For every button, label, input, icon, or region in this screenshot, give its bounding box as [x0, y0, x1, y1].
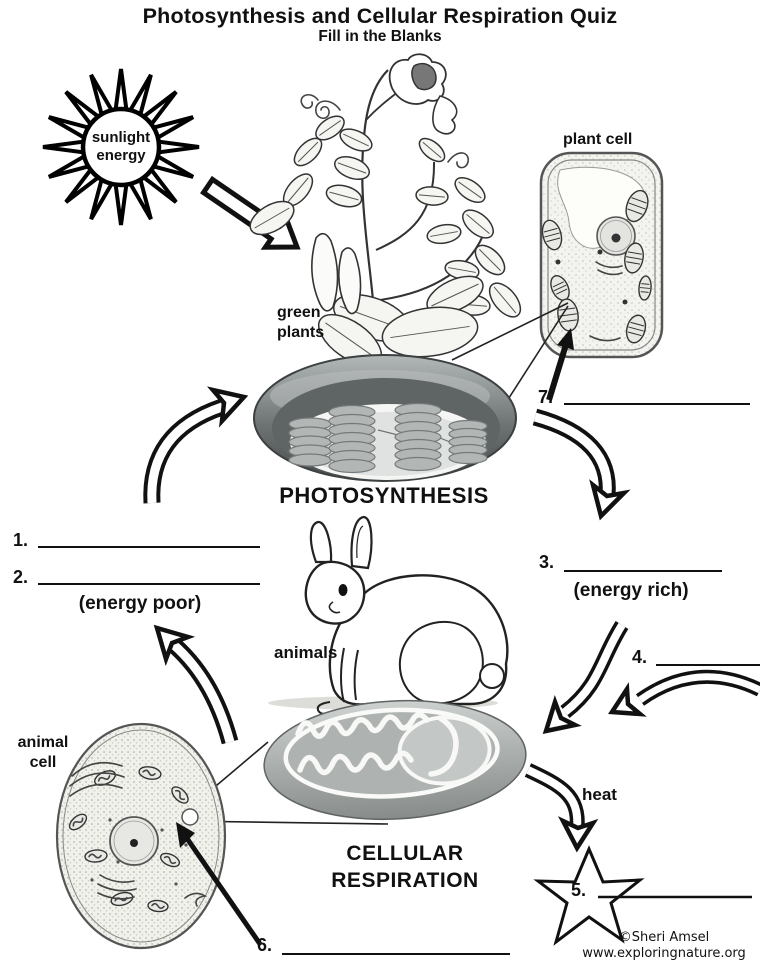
energy-rich-label: (energy rich): [573, 580, 689, 601]
star-icon: [533, 845, 752, 946]
energy-poor-label: (energy poor): [78, 593, 202, 614]
photosynthesis-label: PHOTOSYNTHESIS: [279, 483, 489, 508]
plant-leaves: [249, 115, 522, 367]
blank-number-3: 3.: [539, 552, 555, 572]
blank-number-5: 5.: [571, 880, 587, 900]
animal-cell-label: animal cell: [17, 734, 69, 771]
chloroplast-callout-lines: [451, 302, 569, 416]
plant-cell-label: plant cell: [563, 131, 633, 148]
pea-pods: [311, 232, 362, 315]
blank-number-7: 7.: [538, 387, 554, 407]
credit-author: ©Sheri Amsel: [618, 930, 710, 945]
plant-cell-chloroplasts: [541, 189, 652, 344]
plant-cell-illustration: [539, 151, 664, 359]
answer-line-3[interactable]: [564, 570, 722, 572]
sun-icon: [42, 68, 200, 226]
plant-cell-nucleus: [596, 216, 636, 256]
grana-stacks: [288, 402, 488, 474]
animal-cell-nucleus: [109, 816, 159, 866]
answer-line-6[interactable]: [282, 953, 510, 955]
pea-flower: [388, 53, 458, 135]
blank-number-6: 6.: [257, 935, 273, 955]
cellular-respiration-label: CELLULAR RESPIRATION: [331, 842, 479, 892]
animal-cell-organelles: [68, 761, 208, 913]
blank6-callout-arrow: [176, 822, 263, 946]
sun-label: sunlight energy: [81, 129, 161, 165]
animal-cell-illustration: [55, 722, 227, 950]
green-plants-illustration: [249, 53, 522, 369]
answer-line-2[interactable]: [38, 583, 260, 585]
answer-line-7[interactable]: [564, 403, 750, 405]
green-plants-label: green plants: [277, 304, 325, 341]
heat-label: heat: [582, 785, 617, 804]
page-title: Photosynthesis and Cellular Respiration …: [142, 4, 618, 28]
arrow-heat-icon: [524, 763, 599, 853]
arrow-animals-to-energy-poor-icon: [153, 624, 239, 745]
cristae: [295, 712, 459, 777]
chloroplast-illustration: [253, 354, 517, 482]
animals-label: animals: [274, 643, 338, 662]
blank-number-4: 4.: [632, 647, 648, 667]
sun-label-line1: sunlight: [91, 129, 151, 146]
credit-website: www.exploringnature.org: [582, 946, 746, 961]
blank-number-2: 2.: [13, 567, 29, 587]
blank-7-number-1: 1.: [13, 530, 29, 550]
arrow-energy-poor-to-photosynthesis-icon: [143, 386, 249, 504]
rabbit-illustration: [268, 515, 509, 724]
answer-line-1[interactable]: [38, 546, 260, 548]
sun-label-line2: energy: [96, 147, 146, 164]
chloroplast-callout-arrow: [546, 328, 574, 401]
answer-line-4[interactable]: [656, 664, 760, 666]
mitochondrion-illustration: [263, 699, 527, 821]
credit: ©Sheri Amsel www.exploringnature.org: [566, 930, 760, 962]
arrow-blank4-to-respiration-icon: [608, 669, 760, 717]
mitochondrion-marker: [181, 808, 199, 826]
page-subtitle: Fill in the Blanks: [318, 28, 442, 45]
arrow-energy-rich-to-respiration-icon: [542, 621, 629, 734]
arrow-photosynthesis-to-energy-rich-icon: [532, 408, 631, 521]
